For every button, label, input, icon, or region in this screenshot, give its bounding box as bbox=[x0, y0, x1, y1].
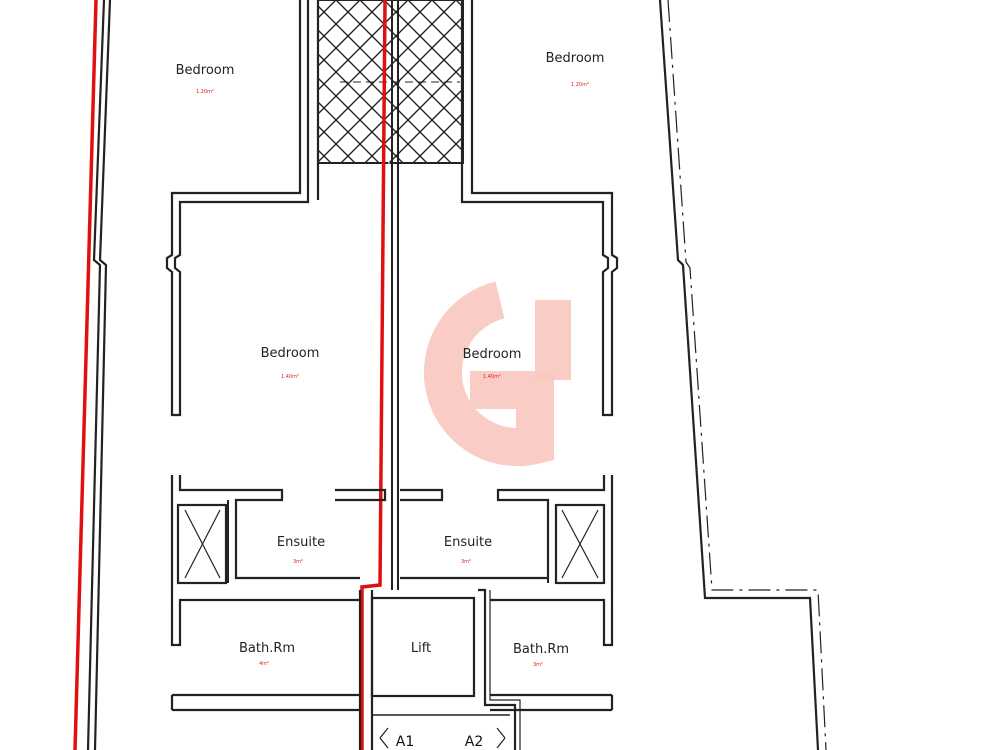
room-area: 3m² bbox=[533, 662, 543, 668]
room-name: Ensuite bbox=[444, 535, 492, 550]
room-name: Bedroom bbox=[463, 347, 522, 362]
site-boundary bbox=[73, 0, 387, 750]
light-well bbox=[317, 0, 464, 164]
room-lift: Lift bbox=[411, 641, 431, 656]
room-ensuite-right: Ensuite 3m² bbox=[444, 535, 492, 565]
room-name: Bedroom bbox=[176, 63, 235, 78]
left-outer-wall bbox=[86, 0, 112, 750]
room-name: Bath.Rm bbox=[239, 641, 295, 656]
room-area: 3m² bbox=[293, 559, 303, 565]
room-area: 1.40m² bbox=[483, 374, 501, 380]
room-ensuite-left: Ensuite 3m² bbox=[277, 535, 325, 565]
room-bedroom-top-right: Bedroom 1.20m² bbox=[546, 51, 605, 88]
room-bedroom-mid-left: Bedroom 1.40m² bbox=[261, 346, 320, 380]
room-area: 1.40m² bbox=[281, 374, 299, 380]
room-name: Bedroom bbox=[261, 346, 320, 361]
right-wet-block bbox=[400, 475, 614, 712]
watermark-logo-icon bbox=[423, 281, 571, 467]
room-name: Bath.Rm bbox=[513, 642, 569, 657]
room-name: Lift bbox=[411, 641, 431, 656]
room-area: 1.20m² bbox=[571, 82, 589, 88]
room-bedroom-mid-right: Bedroom 1.40m² bbox=[463, 347, 522, 380]
room-bath-right: Bath.Rm 3m² bbox=[513, 642, 569, 668]
left-bedroom-walls bbox=[165, 0, 320, 417]
right-outer-wall bbox=[658, 0, 827, 750]
unit-label-a2: A2 bbox=[465, 734, 483, 750]
room-bath-left: Bath.Rm 4m² bbox=[239, 641, 295, 667]
unit-label-a1: A1 bbox=[396, 734, 414, 750]
room-name: Ensuite bbox=[277, 535, 325, 550]
room-area: 1.20m² bbox=[196, 89, 214, 95]
room-name: Bedroom bbox=[546, 51, 605, 66]
party-wall bbox=[384, 0, 399, 591]
left-wet-block bbox=[170, 475, 387, 712]
room-area: 3m² bbox=[461, 559, 471, 565]
room-area: 4m² bbox=[259, 661, 269, 667]
room-bedroom-top-left: Bedroom 1.20m² bbox=[176, 63, 235, 95]
right-bedroom-walls bbox=[460, 0, 619, 417]
lift-core bbox=[358, 588, 521, 750]
